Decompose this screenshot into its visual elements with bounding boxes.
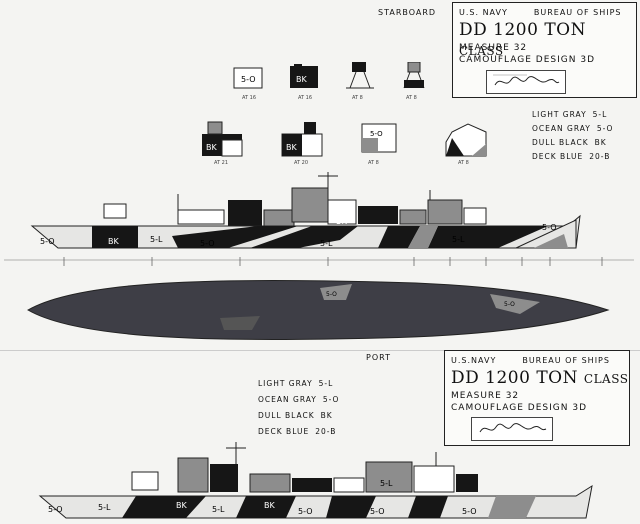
hull-code-label: 5-O: [200, 239, 215, 248]
hull-code-label: 5-O: [298, 507, 313, 516]
svg-text:AT 21: AT 21: [214, 160, 228, 166]
title-ship-class: DD 1200 TON CLASS: [451, 368, 629, 388]
title-measure: MEASURE 32: [451, 391, 520, 401]
starboard-label: STARBOARD: [378, 8, 437, 17]
hull-code-label: 5-O: [462, 507, 477, 516]
svg-text:BK: BK: [296, 75, 307, 84]
title-navy: U.S.NAVY: [451, 356, 497, 365]
title-design: CAMOUFLAGE DESIGN 3D: [459, 55, 596, 65]
section-view: BK AT 20: [281, 122, 323, 166]
deck-code-label: 5-O: [326, 291, 337, 298]
svg-text:5-O: 5-O: [370, 130, 383, 138]
svg-text:AT 8: AT 8: [352, 95, 363, 101]
svg-text:AT 20: AT 20: [294, 160, 308, 166]
approval-signature-stamp: [471, 417, 553, 441]
signature-scribble-icon: [493, 74, 560, 86]
frame-station-scale: [4, 257, 634, 266]
title-design: CAMOUFLAGE DESIGN 3D: [451, 403, 588, 413]
port-label: PORT: [366, 353, 391, 362]
starboard-profile-drawing: 5-O BK 5-L 5-O 5-L BK 5-L 5-O: [30, 172, 581, 249]
section-view: BK AT 16: [290, 64, 318, 101]
title-bureau: BUREAU OF SHIPS: [533, 8, 622, 17]
svg-text:AT 8: AT 8: [406, 95, 417, 101]
deck-code-label: 5-O: [504, 301, 515, 308]
section-views-row-1: 5-O AT 16 BK AT 16 AT 8 AT 8: [233, 62, 425, 101]
svg-text:AT 16: AT 16: [242, 95, 256, 101]
section-view: AT 8: [403, 62, 425, 101]
svg-text:BK: BK: [206, 143, 217, 152]
title-ship-class: DD 1200 TON CLASS: [459, 20, 586, 58]
title-bureau: BUREAU OF SHIPS: [522, 356, 610, 365]
hull-code-label: 5-L: [380, 479, 393, 488]
hull-code-label: 5-L: [98, 503, 111, 512]
hull-code-label: BK: [176, 501, 187, 510]
hull-code-label: BK: [108, 237, 119, 246]
hull-code-label: 5-O: [48, 505, 63, 514]
section-view: 5-O AT 16: [233, 67, 263, 101]
port-title-block: U.S.NAVY BUREAU OF SHIPS DD 1200 TON CLA…: [444, 350, 630, 446]
section-view: BK AT 21: [202, 121, 243, 166]
deck-plan-drawing: 5-O 5-O: [26, 279, 610, 341]
port-profile-drawing: 5-O 5-L BK 5-L BK 5-O 5-O 5-L 5-O: [38, 442, 593, 519]
svg-text:AT 8: AT 8: [458, 160, 469, 166]
svg-text:5-O: 5-O: [241, 75, 256, 84]
hull-code-label: 5-L: [320, 239, 333, 248]
section-view: AT 8: [445, 123, 487, 166]
svg-text:AT 8: AT 8: [368, 160, 379, 166]
hull-code-label: 5-O: [542, 223, 557, 232]
hull-code-label: BK: [336, 217, 347, 226]
section-divider: [0, 350, 640, 351]
svg-text:BK: BK: [286, 143, 297, 152]
section-view: AT 8: [346, 62, 374, 101]
hull-code-label: 5-L: [150, 235, 163, 244]
svg-text:AT 16: AT 16: [298, 95, 312, 101]
hull-code-label: 5-O: [40, 237, 55, 246]
hull-code-label: BK: [264, 501, 275, 510]
title-measure: MEASURE 32: [459, 43, 528, 53]
hull-code-label: 5-O: [370, 507, 385, 516]
hull-code-label: 5-L: [452, 235, 465, 244]
section-view: 5-O AT 8: [361, 123, 397, 166]
signature-scribble-icon: [479, 423, 547, 433]
hull-code-label: 5-L: [212, 505, 225, 514]
title-navy: U.S. NAVY: [459, 8, 508, 17]
starboard-title-block: U.S. NAVY BUREAU OF SHIPS DD 1200 TON CL…: [452, 2, 637, 98]
section-views-row-2: BK AT 21 BK AT 20 5-O AT 8 AT 8: [202, 121, 487, 166]
approval-signature-stamp: [486, 70, 566, 94]
